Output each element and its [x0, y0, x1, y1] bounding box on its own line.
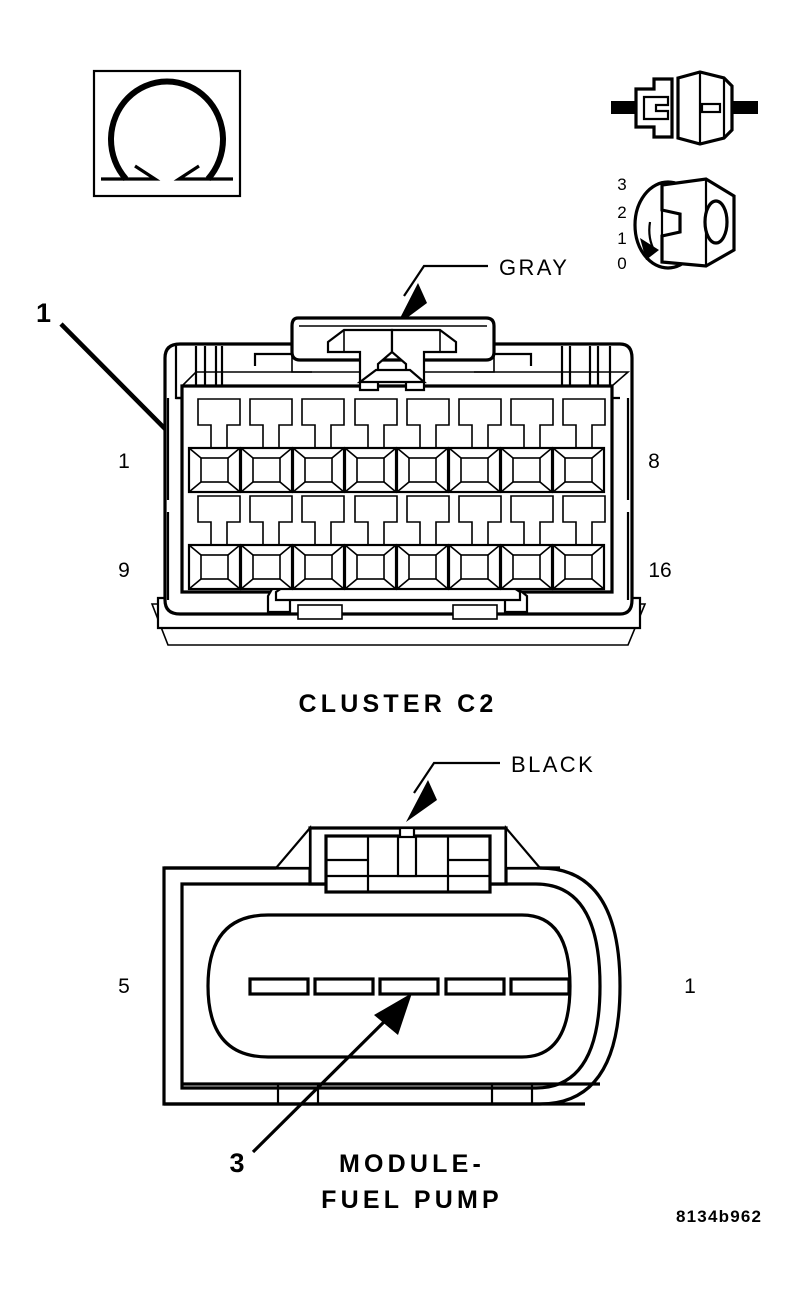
probe-label-0: 0 [617, 254, 626, 273]
cluster-c2-caption: CLUSTER C2 [299, 690, 498, 718]
black-color-label: BLACK [511, 752, 595, 777]
black-leader [406, 761, 500, 822]
cavity-row-2 [187, 543, 606, 591]
gray-leader [396, 264, 488, 326]
callout-1-number: 1 [36, 298, 51, 328]
callout-3-arrow [251, 993, 412, 1154]
ohm-symbol-box [92, 69, 242, 198]
cavity-probe-icon [633, 177, 736, 270]
gray-color-label: GRAY [499, 255, 569, 280]
probe-label-2: 2 [617, 203, 626, 222]
cluster-c2-connector [150, 316, 647, 646]
module-fuel-pump-connector [162, 825, 622, 1106]
fuel-pump-pin-right: 1 [684, 975, 696, 998]
callout-3-number: 3 [229, 1148, 244, 1178]
fuel-pump-pin-left: 5 [118, 975, 130, 998]
c2-pin-top-right: 8 [648, 450, 660, 473]
c2-pin-top-left: 1 [118, 450, 130, 473]
probe-label-3: 3 [617, 175, 626, 194]
figure-id: 8134b962 [676, 1207, 762, 1226]
c2-pin-bottom-right: 16 [648, 559, 671, 582]
cavity-row-1 [187, 446, 606, 494]
c2-pin-bottom-left: 9 [118, 559, 130, 582]
probe-label-1: 1 [617, 229, 626, 248]
fuel-pump-caption-line2: FUEL PUMP [321, 1186, 503, 1214]
fuel-pump-caption-line1: MODULE- [339, 1150, 485, 1178]
fuel-pump-terminal-slots [248, 977, 571, 996]
connector-pair-icon [611, 70, 758, 146]
